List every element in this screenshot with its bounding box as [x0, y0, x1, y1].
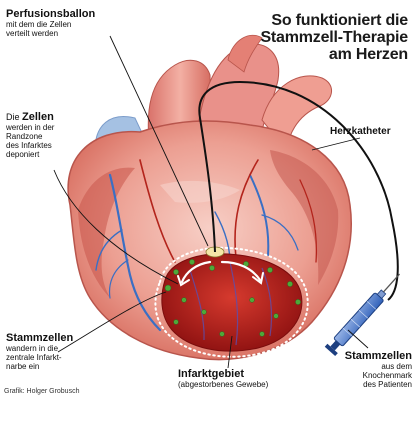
label-cells-prefix: Die [6, 112, 22, 122]
label-stem-left-heading: Stammzellen [6, 332, 73, 344]
label-stem-cells-bone-marrow: Stammzellen aus dem Knochenmark des Pati… [345, 350, 412, 389]
label-cells-deposited: Die Zellen werden in der Randzone des In… [6, 112, 54, 159]
label-perfusion-line-1: mit dem die Zellen [6, 20, 95, 29]
graphic-credit: Grafik: Holger Grobusch [4, 388, 79, 395]
label-cells-line-1: Die Zellen [6, 112, 54, 123]
label-heart-catheter: Herzkatheter [330, 126, 391, 138]
label-stem-right-heading: Stammzellen [345, 350, 412, 362]
title-line-1: So funktioniert die [260, 12, 408, 29]
label-cells-line-2: werden in der [6, 123, 54, 132]
label-stem-right-line-1: aus dem [345, 362, 412, 371]
label-stem-left-line-1: wandern in die [6, 344, 73, 353]
label-stem-left-line-3: narbe ein [6, 362, 73, 371]
label-infarct-line-1: (abgestorbenes Gewebe) [178, 380, 268, 389]
label-stem-right-line-3: des Patienten [345, 380, 412, 389]
label-stem-right-line-2: Knochenmark [345, 371, 412, 380]
label-infarct-heading: Infarktgebiet [178, 368, 268, 380]
label-perfusion-heading: Perfusionsballon [6, 8, 95, 20]
label-cells-line-3: Randzone [6, 132, 54, 141]
title-line-2: Stammzell-Therapie [260, 29, 408, 46]
label-infarct-area: Infarktgebiet (abgestorbenes Gewebe) [178, 368, 268, 389]
label-perfusion-line-2: verteilt werden [6, 29, 95, 38]
label-stem-left-line-2: zentrale Infarkt- [6, 353, 73, 362]
label-catheter-heading: Herzkatheter [330, 126, 391, 138]
label-perfusion-balloon: Perfusionsballon mit dem die Zellen vert… [6, 8, 95, 38]
label-cells-line-4: des Infarktes [6, 141, 54, 150]
title-line-3: am Herzen [260, 46, 408, 63]
label-cells-line-5: deponiert [6, 150, 54, 159]
diagram-title: So funktioniert die Stammzell-Therapie a… [260, 12, 408, 63]
label-cells-word: Zellen [22, 111, 54, 123]
label-stem-cells-migrate: Stammzellen wandern in die zentrale Infa… [6, 332, 73, 371]
